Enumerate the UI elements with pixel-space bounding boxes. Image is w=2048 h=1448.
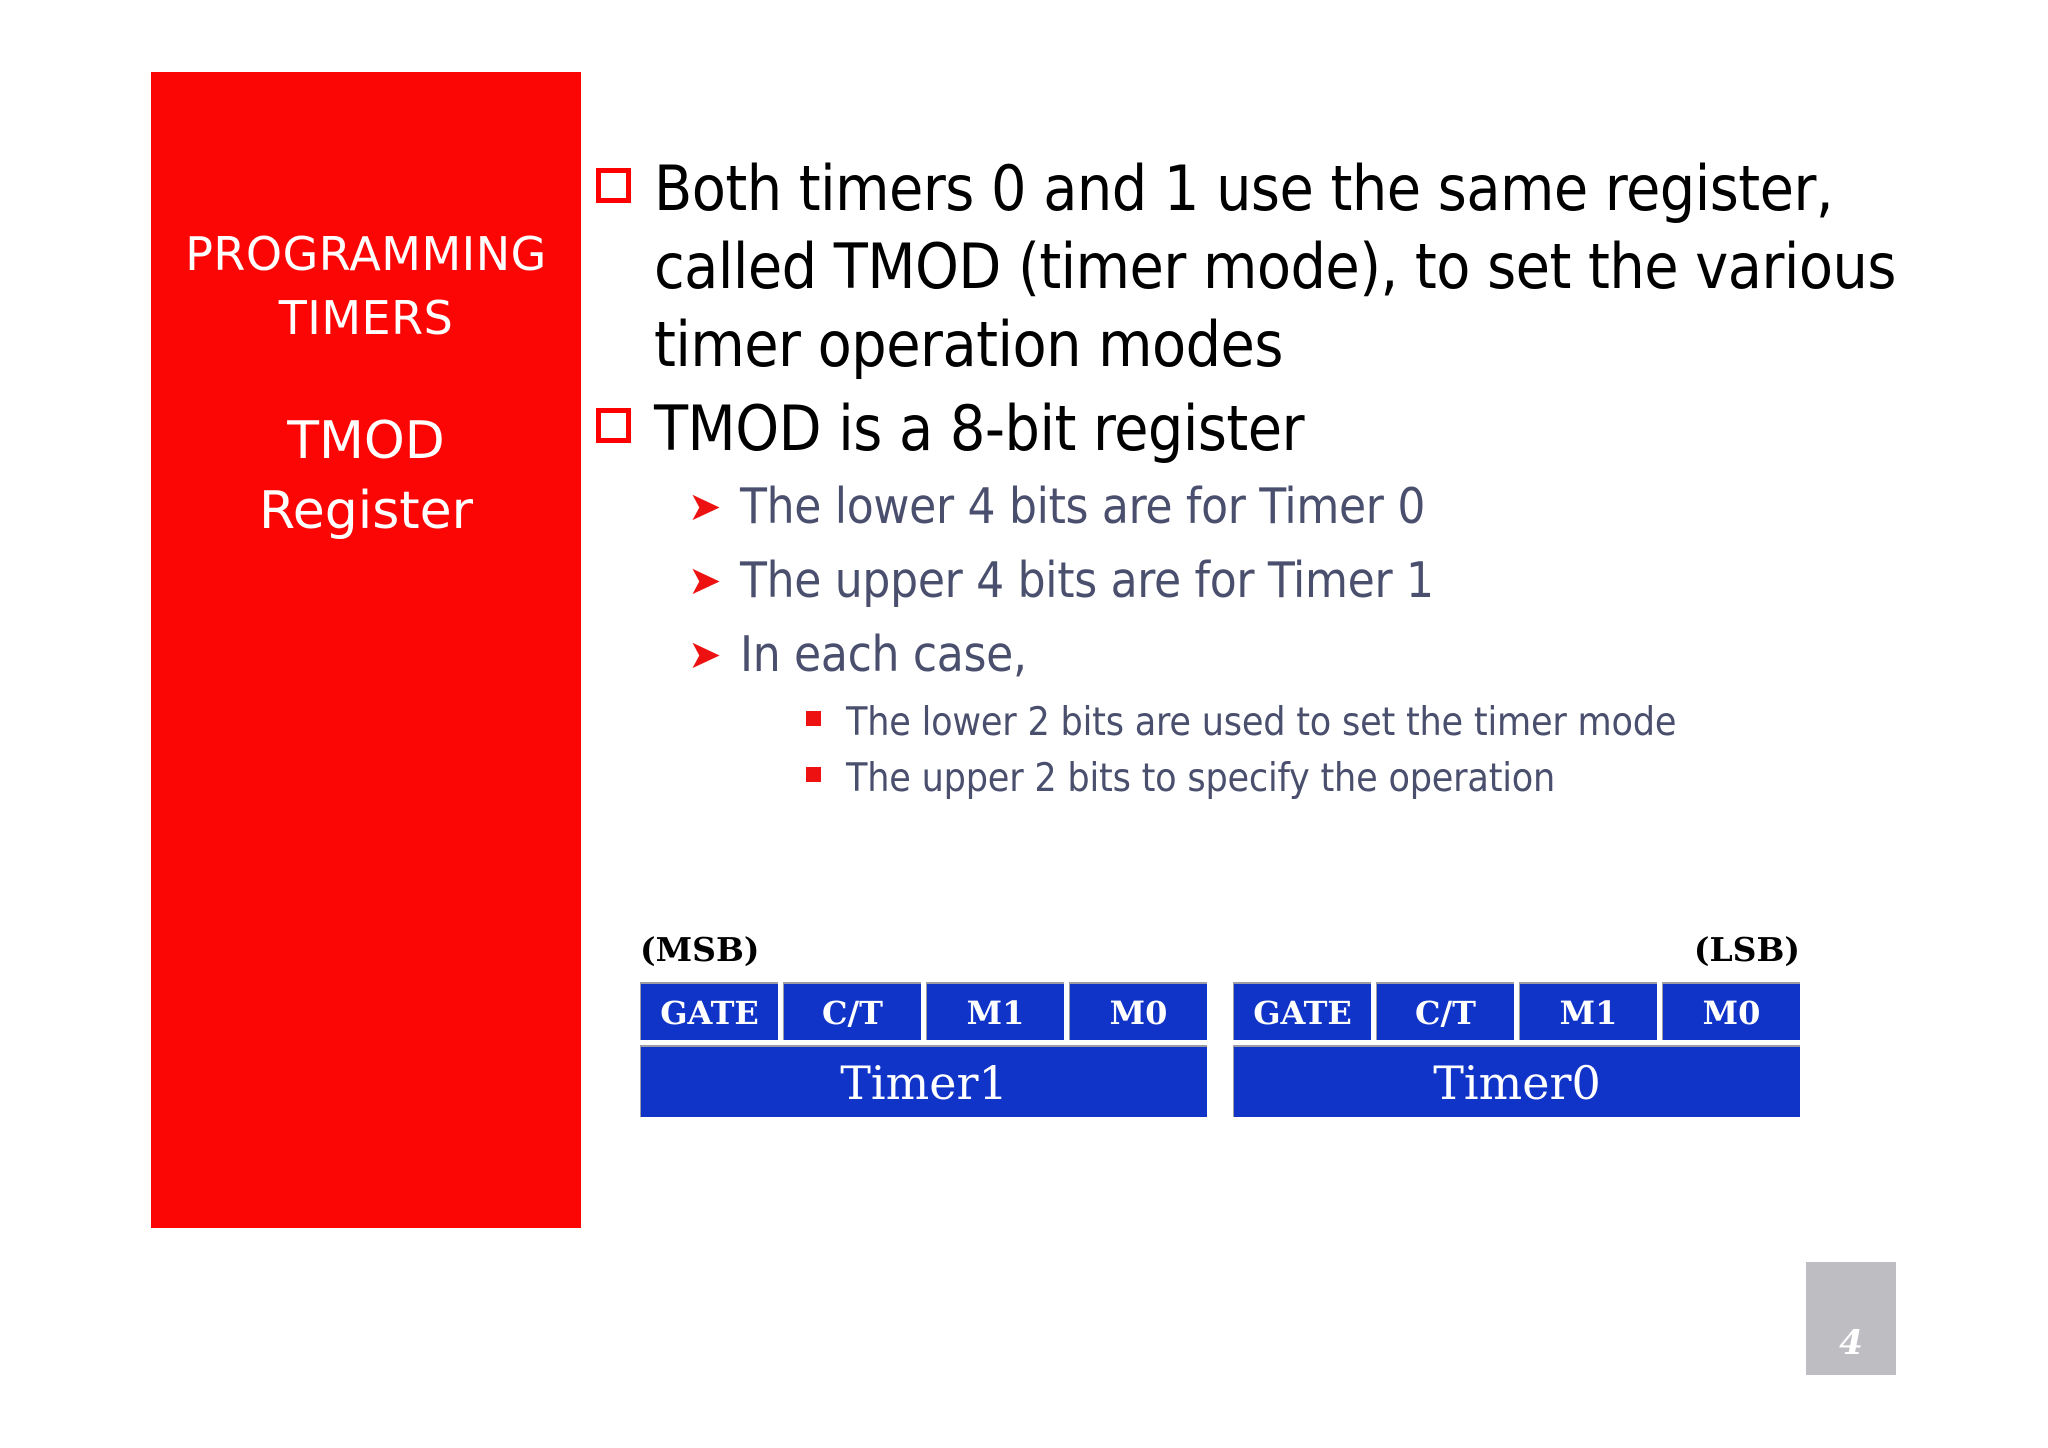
page-number: 4 [1839, 1323, 1863, 1363]
sub-bullet-item-1: ➤ The lower 4 bits are for Timer 0 [688, 474, 1916, 540]
bullet-text-2: TMOD is a 8-bit register [654, 392, 1305, 465]
small-square-bullet-icon [806, 696, 846, 750]
bit-cell: C/T [783, 982, 921, 1040]
bit-cell: M1 [926, 982, 1064, 1040]
page-number-badge: 4 [1806, 1262, 1896, 1375]
bit-cell: M0 [1069, 982, 1207, 1040]
square-bullet-icon [596, 150, 654, 228]
register-group-timer0: GATE C/T M1 M0 Timer0 [1233, 982, 1800, 1117]
sub-bullet-text-3: In each case, [740, 626, 1027, 683]
register-group-timer1: GATE C/T M1 M0 Timer1 [640, 982, 1207, 1117]
title-sub-2: Register [258, 481, 474, 541]
register-bit-table: GATE C/T M1 M0 Timer1 GATE C/T M1 M0 Tim… [640, 982, 1800, 1117]
title-spacer [151, 350, 581, 406]
bullet-text-1: Both timers 0 and 1 use the same registe… [654, 152, 1896, 381]
bit-row-timer0: GATE C/T M1 M0 [1233, 982, 1800, 1040]
sub-sub-bullet-item-2: The upper 2 bits to specify the operatio… [806, 752, 1916, 806]
register-endian-labels: (MSB) (LSB) [640, 930, 1800, 982]
register-group-label: Timer0 [1233, 1045, 1800, 1117]
bit-cell: M1 [1519, 982, 1657, 1040]
square-bullet-icon [596, 390, 654, 468]
bit-cell: M0 [1662, 982, 1800, 1040]
title-line-2: TIMERS [278, 291, 454, 345]
bullet-item-2: TMOD is a 8-bit register [596, 390, 1916, 468]
sub-sub-bullet-item-1: The lower 2 bits are used to set the tim… [806, 696, 1916, 750]
arrow-bullet-icon: ➤ [688, 484, 722, 530]
bit-cell: GATE [1233, 982, 1371, 1040]
title-line-1: PROGRAMMING [185, 227, 547, 281]
sub-bullet-item-3: ➤ In each case, [688, 622, 1916, 688]
lsb-label: (LSB) [1693, 930, 1800, 969]
register-group-label: Timer1 [640, 1045, 1207, 1117]
bit-cell: GATE [640, 982, 778, 1040]
sub-sub-bullet-text-2: The upper 2 bits to specify the operatio… [846, 756, 1556, 801]
bit-cell: C/T [1376, 982, 1514, 1040]
small-square-bullet-icon [806, 752, 846, 806]
arrow-bullet-icon: ➤ [688, 632, 722, 678]
bit-row-timer1: GATE C/T M1 M0 [640, 982, 1207, 1040]
content-body: Both timers 0 and 1 use the same registe… [596, 150, 1916, 808]
sub-bullet-item-2: ➤ The upper 4 bits are for Timer 1 [688, 548, 1916, 614]
sub-sub-bullet-text-1: The lower 2 bits are used to set the tim… [846, 700, 1677, 745]
title-sub-1: TMOD [287, 411, 445, 471]
bullet-item-1: Both timers 0 and 1 use the same registe… [596, 150, 1916, 384]
arrow-bullet-icon: ➤ [688, 558, 722, 604]
msb-label: (MSB) [640, 930, 760, 969]
tmod-register-diagram: (MSB) (LSB) GATE C/T M1 M0 Timer1 GATE C… [640, 930, 1800, 1117]
sub-bullet-text-2: The upper 4 bits are for Timer 1 [740, 552, 1434, 609]
sub-bullet-text-1: The lower 4 bits are for Timer 0 [740, 478, 1426, 535]
title-panel: PROGRAMMING TIMERS TMOD Register [151, 72, 581, 1228]
